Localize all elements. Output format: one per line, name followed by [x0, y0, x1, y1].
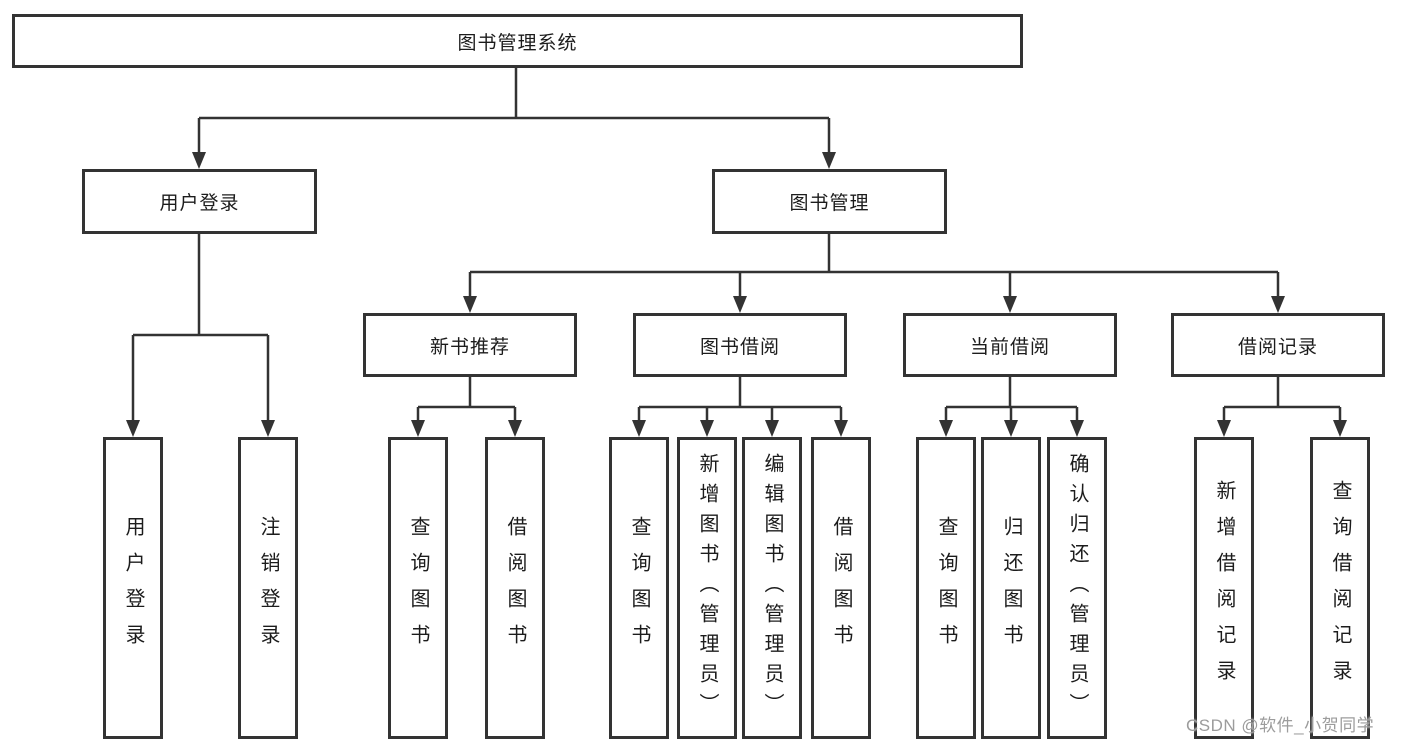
leaf-query-borrow-record-label: 查询借阅记录 [1329, 480, 1351, 696]
leaf-add-borrow-record: 新增借阅记录 [1194, 437, 1254, 739]
leaf-query-books-recommend-label: 查询图书 [407, 516, 429, 660]
leaf-return-books: 归还图书 [981, 437, 1041, 739]
leaf-return-books-label: 归还图书 [1000, 516, 1022, 660]
leaf-add-borrow-record-label: 新增借阅记录 [1213, 480, 1235, 696]
arrowheads [126, 152, 1347, 437]
node-book-management: 图书管理 [712, 169, 947, 234]
leaf-add-book-admin: 新增图书（管理员） [677, 437, 737, 739]
leaf-confirm-return-admin-label: 确认归还（管理员） [1066, 453, 1088, 723]
leaf-query-books-current: 查询图书 [916, 437, 976, 739]
csdn-watermark: CSDN @软件_小贺同学 [1186, 716, 1375, 735]
node-library-management-system: 图书管理系统 [12, 14, 1023, 68]
node-new-book-recommendation: 新书推荐 [363, 313, 577, 377]
leaf-add-book-admin-label: 新增图书（管理员） [696, 453, 718, 723]
leaf-borrow-books-recommend-label: 借阅图书 [504, 516, 526, 660]
node-current-borrowing: 当前借阅 [903, 313, 1117, 377]
leaf-borrow-books: 借阅图书 [811, 437, 871, 739]
leaf-confirm-return-admin: 确认归还（管理员） [1047, 437, 1107, 739]
leaf-edit-book-admin: 编辑图书（管理员） [742, 437, 802, 739]
node-book-borrowing: 图书借阅 [633, 313, 847, 377]
connector-path [131, 68, 1342, 425]
leaf-query-books-borrow: 查询图书 [609, 437, 669, 739]
leaf-borrow-books-label: 借阅图书 [830, 516, 852, 660]
leaf-logout-label: 注销登录 [257, 516, 279, 660]
leaf-edit-book-admin-label: 编辑图书（管理员） [761, 453, 783, 723]
node-borrowing-records: 借阅记录 [1171, 313, 1385, 377]
leaf-query-books-current-label: 查询图书 [935, 516, 957, 660]
node-user-login: 用户登录 [82, 169, 317, 234]
leaf-logout: 注销登录 [238, 437, 298, 739]
leaf-query-books-borrow-label: 查询图书 [628, 516, 650, 660]
leaf-user-login: 用户登录 [103, 437, 163, 739]
leaf-query-borrow-record: 查询借阅记录 [1310, 437, 1370, 739]
leaf-query-books-recommend: 查询图书 [388, 437, 448, 739]
leaf-user-login-label: 用户登录 [122, 516, 144, 660]
leaf-borrow-books-recommend: 借阅图书 [485, 437, 545, 739]
